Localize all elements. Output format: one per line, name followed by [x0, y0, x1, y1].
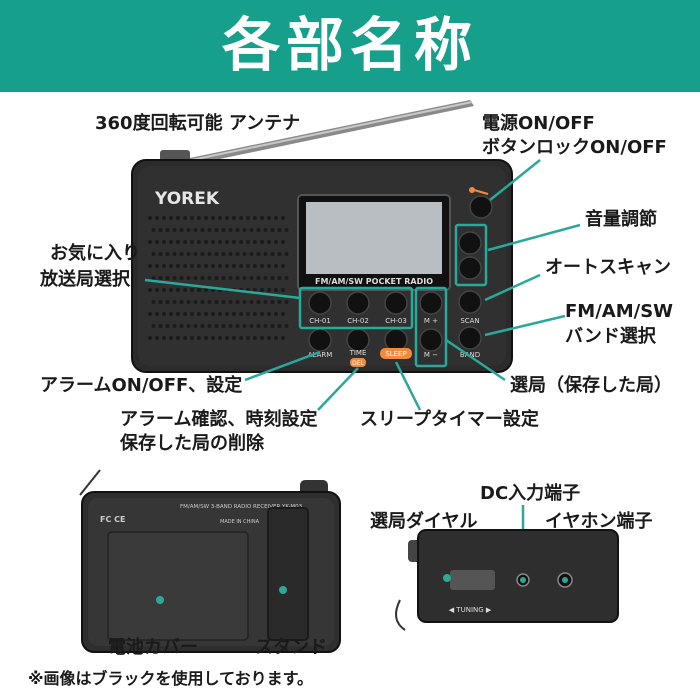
sleep-button [384, 328, 408, 352]
label-sleep: スリープタイマー設定 [360, 409, 539, 430]
time-label: TIME [349, 349, 367, 357]
back-made-in: MADE IN CHINA [220, 519, 260, 525]
scan-label: SCAN [460, 317, 479, 325]
power-led [469, 187, 475, 193]
label-alarm: アラームON/OFF、設定 [40, 375, 243, 396]
display-caption: FM/AM/SW POCKET RADIO [315, 277, 433, 286]
page-title: 各部名称 [221, 11, 478, 79]
scan-button [458, 290, 482, 314]
label-power: 電源ON/OFF [482, 113, 595, 134]
time-button [346, 328, 370, 352]
ch3-label: CH-03 [385, 317, 407, 325]
label-alarm-check-line2: 保存した局の削除 [120, 433, 264, 454]
volume-up-button [458, 231, 482, 255]
label-dc: DC入力端子 [480, 483, 581, 504]
m-plus-label: M + [424, 317, 438, 325]
brand-logo: YOREK [154, 189, 220, 209]
label-volume: 音量調節 [585, 209, 657, 230]
tuning-dial [450, 570, 495, 590]
m-minus-button [419, 328, 443, 352]
label-earphone: イヤホン端子 [545, 511, 653, 532]
tuning-label: ◀ TUNING ▶ [449, 606, 492, 614]
label-lock: ボタンロックON/OFF [482, 137, 667, 158]
m-minus-label: M − [424, 351, 438, 359]
alarm-label: ALARM [308, 351, 333, 359]
header-banner: 各部名称 [0, 0, 700, 92]
ch3-button [384, 291, 408, 315]
label-battery: 電池カバー [108, 637, 198, 658]
label-band-line2: バンド選択 [565, 326, 656, 347]
sleep-label: SLEEP [385, 350, 406, 358]
callout-boxes [298, 223, 488, 368]
lcd-display [306, 202, 442, 274]
speaker-grille [148, 216, 289, 340]
m-plus-button [419, 291, 443, 315]
front-buttons: CH-01 CH-02 CH-03 M + M − SCAN BAND ALAR… [308, 195, 493, 367]
stand [267, 507, 309, 641]
ch2-label: CH-02 [347, 317, 369, 325]
label-dial: 選局ダイヤル [370, 511, 478, 532]
label-stand: スタンド [255, 637, 327, 658]
power-button [469, 195, 493, 219]
footnote: ※画像はブラックを使用しております。 [28, 669, 313, 688]
back-title: FM/AM/SW 3-BAND RADIO RECEIVER YK-M03 [180, 504, 303, 510]
label-autoscan: オートスキャン [545, 257, 671, 278]
label-band-line1: FM/AM/SW [565, 301, 674, 322]
band-button [458, 326, 482, 350]
volume-down-button [458, 256, 482, 280]
label-antenna: 360度回転可能 アンテナ [95, 113, 301, 134]
radio-side: ◀ TUNING ▶ [395, 529, 619, 631]
label-alarm-check-line1: アラーム確認、時刻設定 [120, 409, 318, 430]
ch1-label: CH-01 [309, 317, 331, 325]
alarm-button [308, 328, 332, 352]
ch2-button [346, 291, 370, 315]
radio-back: FM/AM/SW 3-BAND RADIO RECEIVER YK-M03 FC… [79, 469, 341, 653]
del-label: DEL [352, 360, 364, 367]
label-favorite-line1: お気に入り [50, 243, 140, 264]
back-cert: FC CE [100, 515, 125, 524]
label-tuning-store: 選局（保存した局） [510, 375, 672, 396]
label-favorite-line2: 放送局選択 [40, 269, 130, 290]
ch1-button [308, 291, 332, 315]
battery-cover [107, 531, 249, 641]
